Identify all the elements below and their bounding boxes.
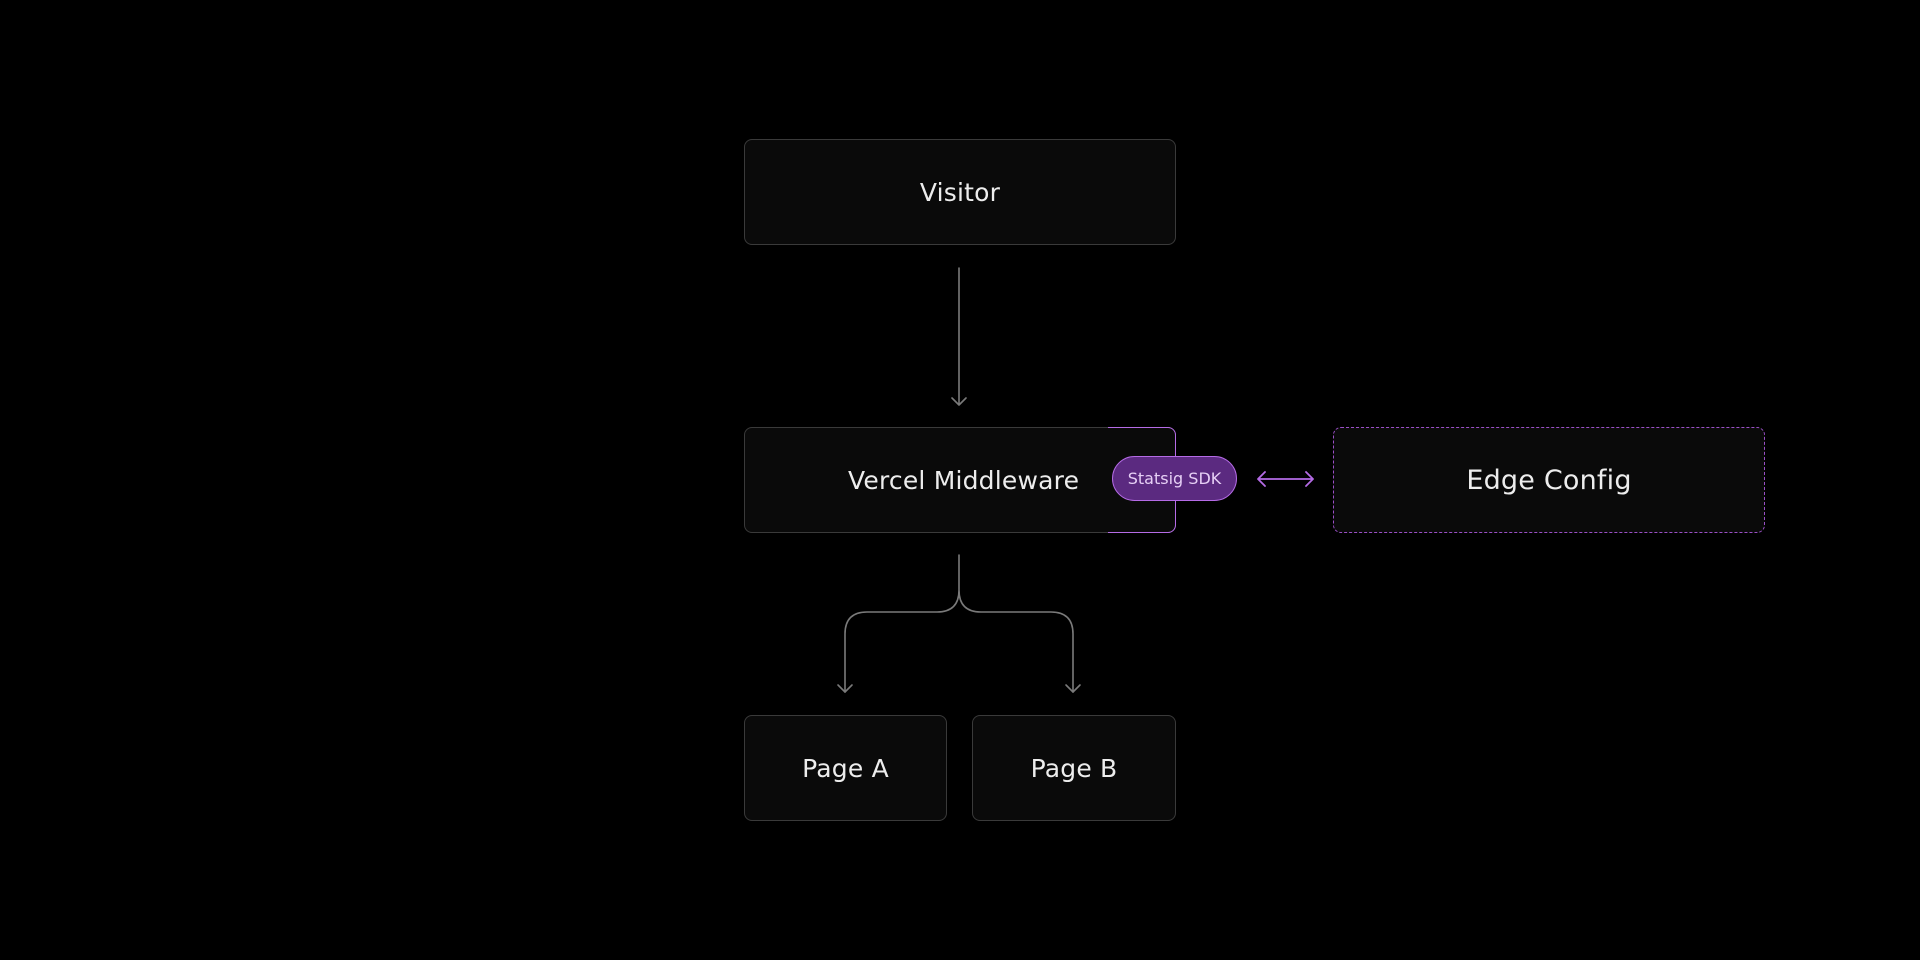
visitor-to-middleware-arrow [951,267,967,406]
vercel-middleware-label: Vercel Middleware [848,465,1080,495]
edge-config-node: Edge Config [1333,427,1765,533]
visitor-node: Visitor [744,139,1176,245]
page-b-label: Page B [1030,753,1118,783]
edge-config-label: Edge Config [1466,464,1632,496]
visitor-label: Visitor [919,177,1001,207]
statsig-sdk-label: Statsig SDK [1127,469,1222,488]
page-a-label: Page A [802,753,889,783]
page-b-node: Page B [972,715,1176,821]
sdk-edge-config-double-arrow [1257,471,1314,487]
page-b-arrowhead [1065,684,1081,693]
middleware-branch-connector [844,554,1074,693]
statsig-sdk-badge: Statsig SDK [1112,456,1237,501]
page-a-arrowhead [837,684,853,693]
vercel-middleware-node: Vercel Middleware [744,427,1176,533]
page-a-node: Page A [744,715,947,821]
